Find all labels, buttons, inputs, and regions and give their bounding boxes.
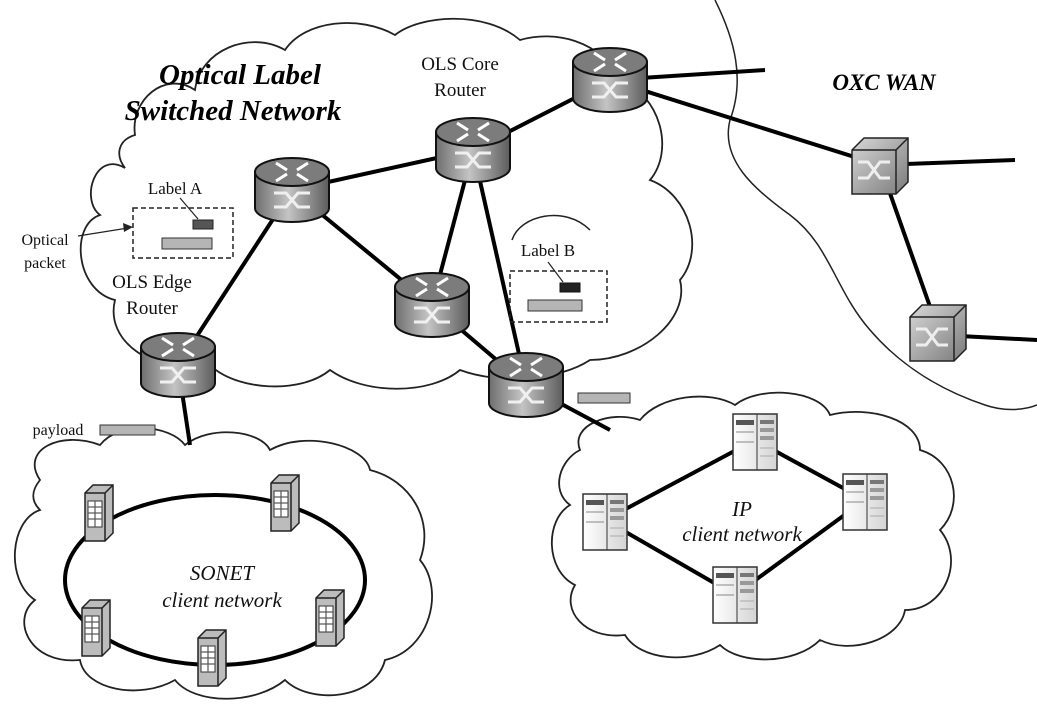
sonet-node[interactable] bbox=[197, 629, 227, 687]
cloud-bump bbox=[511, 214, 591, 241]
oxc-switch-top[interactable] bbox=[850, 136, 910, 196]
ip-server[interactable] bbox=[732, 413, 778, 471]
sonet-label-1: SONET bbox=[190, 561, 256, 585]
title-line2: Switched Network bbox=[125, 95, 342, 127]
ip-label-1: IP bbox=[731, 497, 752, 521]
optical-packet-text-2: packet bbox=[24, 255, 66, 272]
sonet-node[interactable] bbox=[84, 484, 114, 542]
payload-text: payload bbox=[33, 422, 84, 439]
ols-core-router[interactable] bbox=[434, 116, 512, 184]
oxc-wan-title: OXC WAN bbox=[832, 70, 937, 95]
optical-packet-box-a bbox=[132, 207, 234, 259]
core-router-label-2: Router bbox=[434, 80, 486, 101]
sonet-label-2: client network bbox=[162, 588, 282, 612]
sonet-node[interactable] bbox=[315, 589, 345, 647]
edge-router-label-2: Router bbox=[126, 298, 178, 319]
ols-network-cloud bbox=[79, 17, 694, 390]
ip-server[interactable] bbox=[582, 493, 628, 551]
label-a-text: Label A bbox=[148, 179, 203, 198]
oxc-switch-bottom[interactable] bbox=[908, 303, 968, 363]
payload-block bbox=[99, 424, 156, 436]
sonet-node[interactable] bbox=[81, 599, 111, 657]
payload-block-ip bbox=[577, 392, 631, 404]
ols-router-middle[interactable] bbox=[393, 271, 471, 339]
payload-block-a bbox=[161, 237, 213, 250]
payload-block-b bbox=[527, 299, 583, 312]
edge-router-label-1: OLS Edge bbox=[112, 272, 192, 293]
core-router-label-1: OLS Core bbox=[421, 54, 499, 75]
ip-label-2: client network bbox=[682, 522, 802, 546]
ip-cloud bbox=[550, 391, 955, 661]
sonet-cloud bbox=[14, 427, 433, 700]
oxc-wan-region bbox=[714, 0, 1037, 411]
ols-router-left[interactable] bbox=[253, 156, 331, 224]
label-b-block bbox=[559, 282, 581, 293]
title-line1: Optical Label bbox=[159, 59, 322, 91]
ip-server[interactable] bbox=[712, 566, 758, 624]
sonet-node[interactable] bbox=[270, 474, 300, 532]
label-b-text: Label B bbox=[521, 241, 575, 260]
ols-router-top[interactable] bbox=[571, 46, 649, 114]
ols-router-bottom[interactable] bbox=[487, 351, 565, 419]
label-a-block bbox=[192, 219, 214, 230]
ip-server[interactable] bbox=[842, 473, 888, 531]
optical-packet-text-1: Optical bbox=[21, 232, 69, 249]
ols-edge-router[interactable] bbox=[139, 331, 217, 399]
optical-packet-box-b bbox=[509, 270, 608, 323]
